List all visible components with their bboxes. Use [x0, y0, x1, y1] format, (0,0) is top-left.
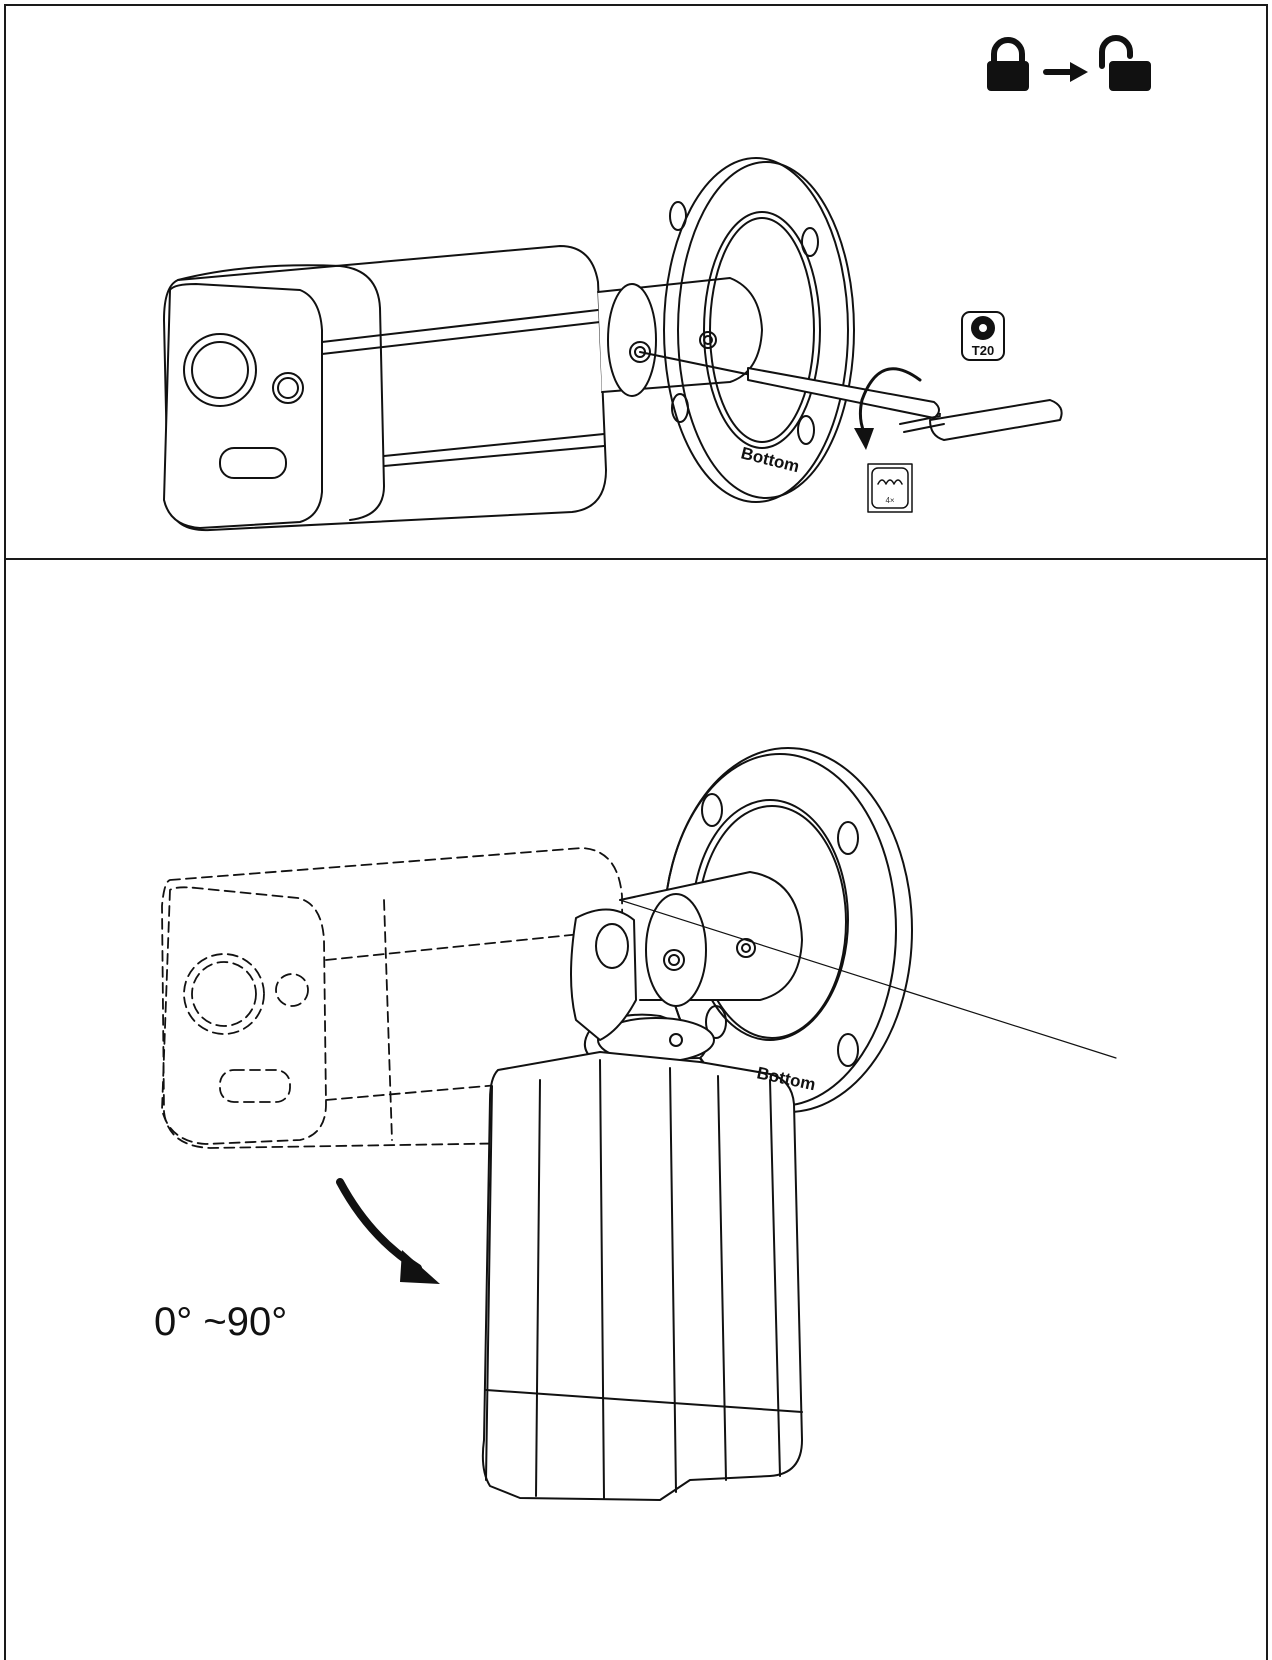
screwdriver [639, 351, 1063, 441]
torx-bit-label: T20 [972, 343, 994, 358]
camera-body [163, 245, 607, 532]
screw-count-label: 4× [885, 496, 894, 505]
screw-count-badge [867, 463, 913, 513]
arrow-right-icon [1043, 62, 1088, 82]
locked-padlock-icon [987, 37, 1029, 91]
mount-base-plate [663, 157, 855, 503]
torx-bit-badge [961, 311, 1005, 361]
tilt-angle-label: 0° ~90° [154, 1300, 288, 1344]
mount-arm [619, 871, 1117, 1059]
camera-body-original-position [161, 847, 625, 1149]
camera-body-rotated [481, 908, 803, 1501]
unlocked-padlock-icon [1099, 35, 1151, 91]
mount-arm [597, 277, 763, 397]
rotation-arrow [858, 367, 922, 434]
